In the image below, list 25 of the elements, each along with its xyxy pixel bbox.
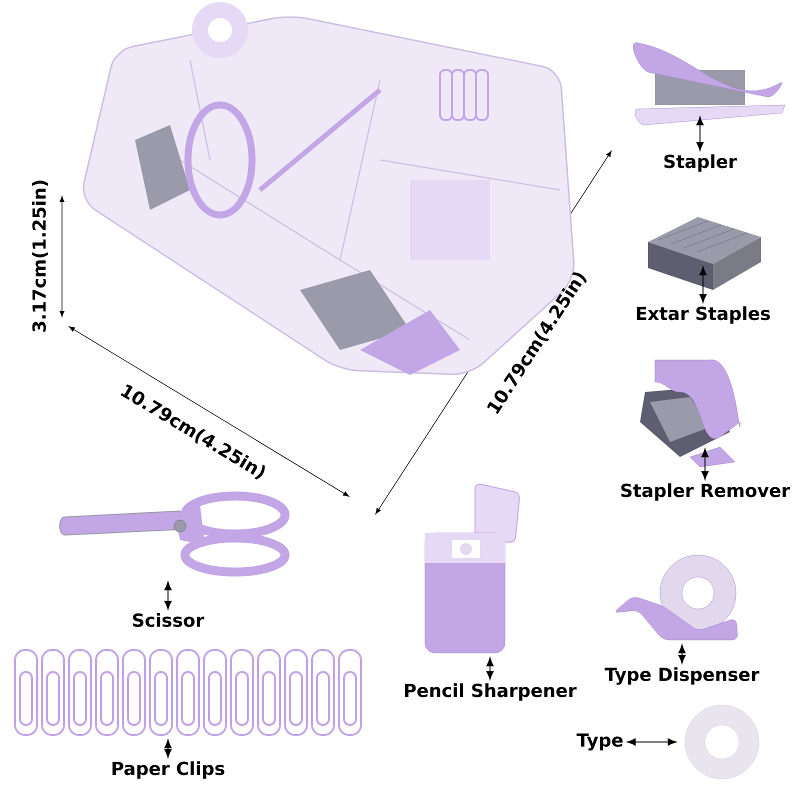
item-label: Type Dispenser <box>604 667 760 685</box>
dispenser-drawing <box>616 554 738 640</box>
item-label: Stapler <box>664 154 737 172</box>
sharpener-drawing <box>424 484 520 654</box>
leader-line <box>701 448 709 480</box>
scissors-drawing <box>59 492 290 576</box>
leader-line <box>627 738 676 746</box>
item-label: Paper Clips <box>112 761 224 779</box>
leader-line <box>696 116 704 151</box>
clips-drawing <box>14 649 362 736</box>
leader-line <box>164 740 172 758</box>
item-label: Pencil Sharpener <box>405 683 577 701</box>
item-label: Stapler Remover <box>621 483 790 501</box>
stapler-drawing <box>633 42 786 126</box>
item-label: Scissor <box>133 613 204 627</box>
leader-line <box>486 658 494 680</box>
item-label: Extar Staples <box>636 306 770 324</box>
tape-drawing <box>684 704 760 780</box>
staples-drawing <box>648 217 761 290</box>
dimension-label: 3.17cm(1.25in) <box>32 180 48 332</box>
leader-line <box>678 644 686 664</box>
leader-line <box>164 582 172 610</box>
leader-line <box>699 266 707 303</box>
remover-drawing <box>640 360 740 468</box>
item-label: Type <box>576 734 623 750</box>
